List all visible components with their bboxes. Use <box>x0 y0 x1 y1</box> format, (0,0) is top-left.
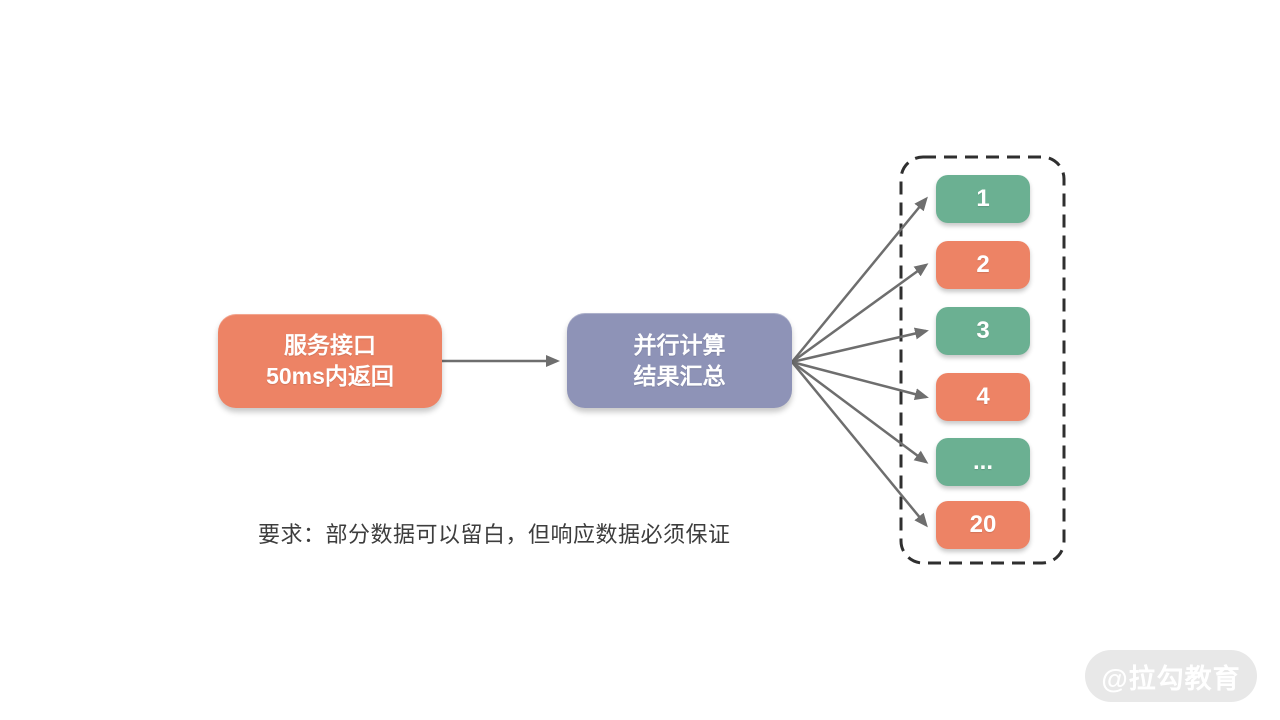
arrow-to-task-ellipsis <box>791 360 929 464</box>
task-box: 4 <box>936 373 1030 421</box>
service-box-line2: 50ms内返回 <box>266 363 394 389</box>
requirement-note: 要求：部分数据可以留白，但响应数据必须保证 <box>258 522 731 547</box>
task-box: 2 <box>936 241 1030 289</box>
service-box-line1: 服务接口 <box>284 332 376 358</box>
task-box: 1 <box>936 175 1030 223</box>
task-label: ... <box>972 448 993 475</box>
task-box: ... <box>936 438 1030 486</box>
service-interface-box: 服务接口 50ms内返回 <box>218 314 442 408</box>
parallel-compute-box: 并行计算 结果汇总 <box>567 313 792 408</box>
task-label: 2 <box>976 251 990 278</box>
task-label: 20 <box>969 511 997 538</box>
arrow-to-task-3 <box>791 327 929 364</box>
arrow-to-task-2 <box>791 263 929 364</box>
process-box-line2: 结果汇总 <box>633 362 726 389</box>
watermark-text: @拉勾教育 <box>1101 663 1241 694</box>
process-box-line1: 并行计算 <box>633 331 726 358</box>
task-label: 3 <box>976 317 990 344</box>
task-group-dashed-border <box>899 155 1066 565</box>
task-box: 20 <box>936 501 1030 549</box>
task-label: 4 <box>976 383 990 410</box>
arrow-to-task-4 <box>791 360 929 401</box>
arrow-to-task-20 <box>791 361 928 528</box>
arrow-to-task-1 <box>791 196 928 363</box>
watermark-badge: @拉勾教育 <box>1085 650 1257 702</box>
task-label: 1 <box>976 185 990 212</box>
task-box: 3 <box>936 307 1030 355</box>
